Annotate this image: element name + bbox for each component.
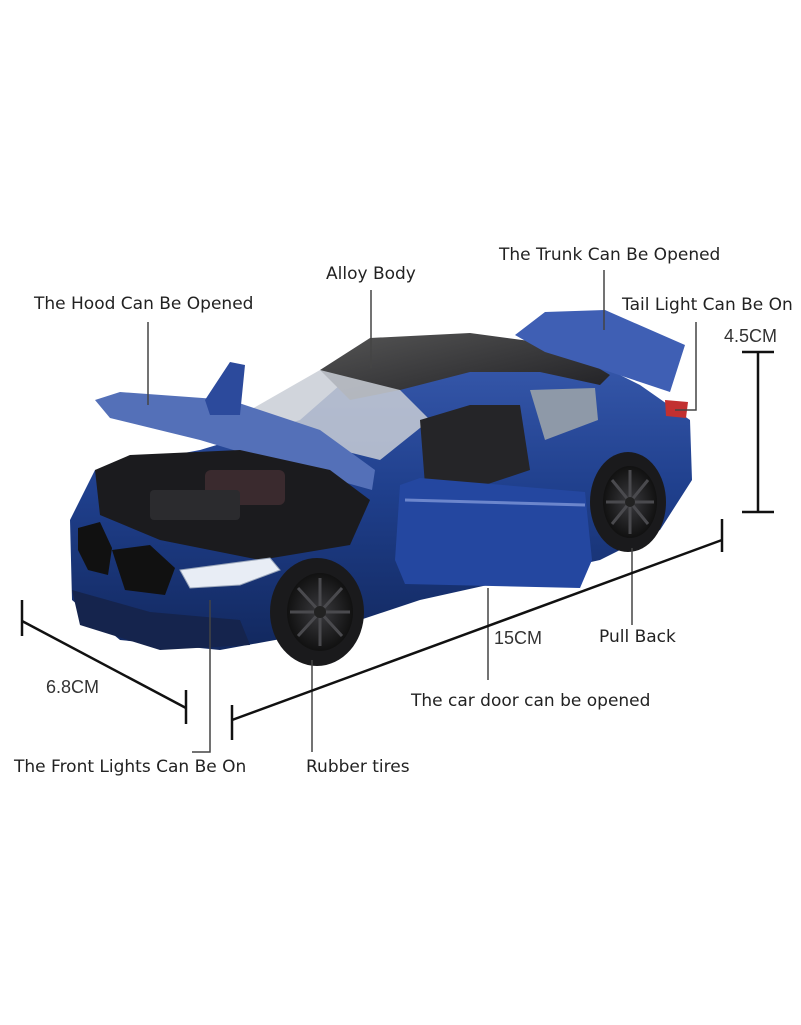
dimension-height-line [742, 350, 774, 514]
leader-front-lights [192, 600, 211, 753]
dimension-height-label: 4.5CM [724, 326, 778, 346]
label-hood: The Hood Can Be Opened [34, 294, 254, 314]
label-alloy-body: Alloy Body [326, 264, 416, 284]
engine-block [150, 490, 240, 520]
car-grille-right [112, 545, 175, 595]
label-front-lights: The Front Lights Can Be On [14, 757, 247, 777]
label-rubber-tires: Rubber tires [306, 757, 410, 777]
dimension-width-label: 6.8CM [46, 677, 100, 697]
car-interior [420, 405, 530, 490]
car-front-bumper [72, 590, 250, 650]
car-trunk-open [515, 310, 685, 392]
car-headlight [179, 557, 281, 589]
car-windshield [250, 370, 430, 460]
leader-tail-light [675, 322, 697, 411]
dimension-width-line [20, 600, 188, 724]
dimension-length-label: 15CM [494, 628, 543, 648]
car-tail-light [665, 400, 688, 418]
label-pull-back: Pull Back [599, 627, 676, 647]
rear-wheel [590, 452, 666, 552]
car-door-open [395, 478, 592, 588]
label-tail-light: Tail Light Can Be On [622, 295, 793, 315]
dimension-length-line [230, 519, 724, 740]
label-door: The car door can be opened [411, 691, 651, 711]
front-wheel [270, 558, 364, 666]
car-rear-window [530, 388, 598, 440]
car-grille-left [78, 522, 112, 575]
car-roof [320, 333, 610, 400]
car-mirror [205, 362, 245, 415]
label-trunk: The Trunk Can Be Opened [499, 245, 721, 265]
